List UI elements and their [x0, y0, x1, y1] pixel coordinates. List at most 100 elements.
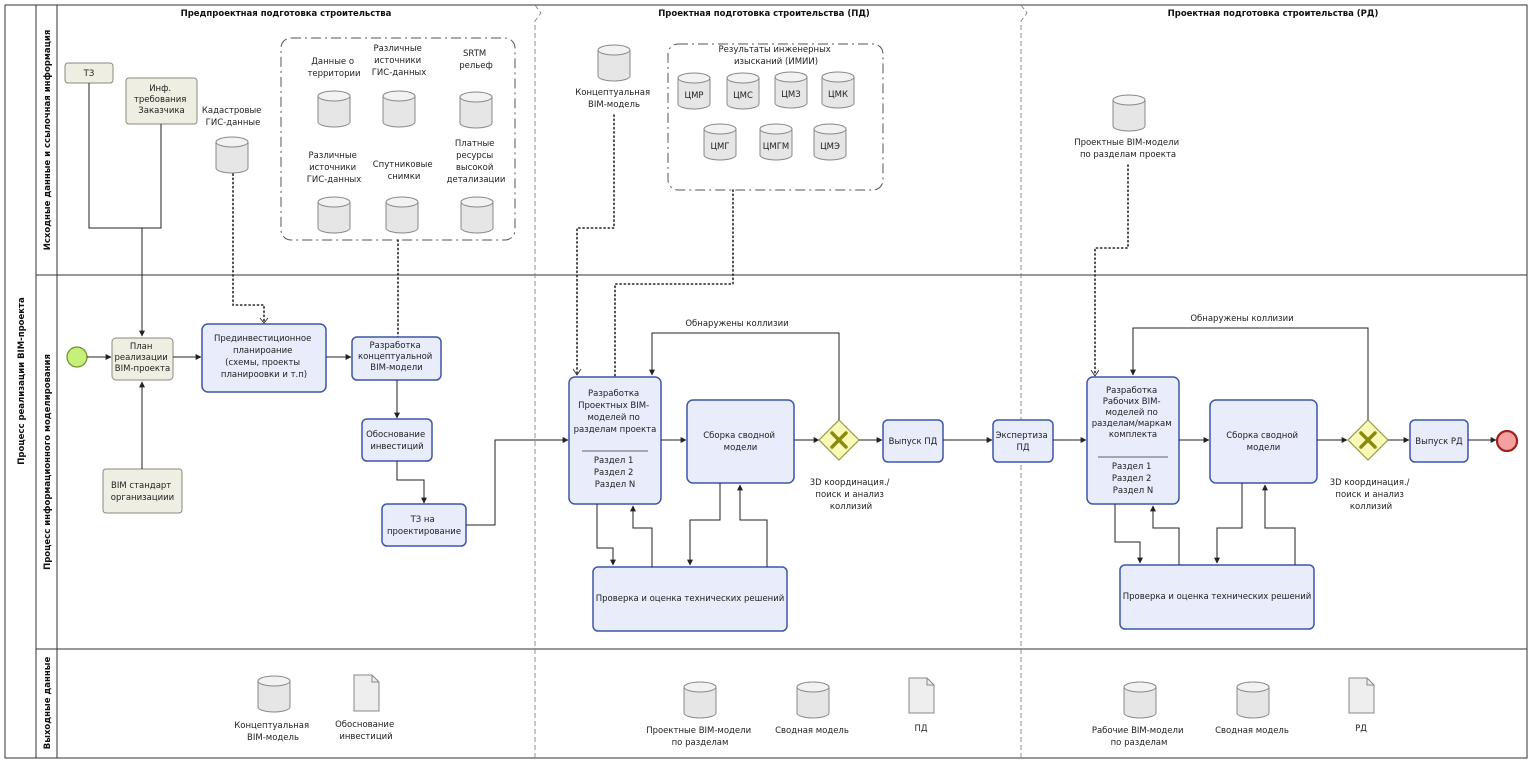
survey-item-cmg: ЦМГ [703, 123, 737, 161]
phase-title-rd: Проектная подготовка строительства (РД) [1168, 9, 1379, 19]
phase-title-pd: Проектная подготовка строительства (ПД) [658, 9, 870, 19]
bim-standard-artifact [102, 468, 183, 514]
pd-dev-label: Разработка Проектных BIM- моделей по раз… [574, 389, 657, 435]
gis-sources-1-db-icon [382, 90, 416, 128]
out-pd-summary-label: Сводная модель [775, 726, 849, 736]
rd-review-to-assembly-arrow [1262, 484, 1296, 565]
pd-coordination-gateway[interactable] [818, 419, 860, 461]
invest-to-tz-arrow [396, 461, 427, 504]
out-rd-summary-db-icon [1236, 681, 1270, 719]
satellite-db-icon [385, 196, 419, 234]
gis-sources-1-label: Различные источники ГИС-данных [372, 44, 427, 78]
pd-review-label: Проверка и оценка технических решений [596, 594, 785, 604]
survey-item-cmr: ЦМР [677, 72, 711, 110]
out-concept-model-db-icon [257, 675, 291, 713]
pd-concept-model-db-icon [597, 44, 631, 82]
concept-model-association-head [572, 368, 582, 376]
pd-release-task[interactable] [882, 419, 944, 463]
rd-collisions-loop [1130, 327, 1369, 420]
out-rd-models-label: Рабочие BIM-модели по разделам [1092, 726, 1186, 748]
tz-connector [88, 83, 142, 229]
plan-label: План реализации BIM-проекта [114, 342, 170, 374]
out-rd-doc-icon [1348, 677, 1375, 714]
survey-item-cmgm: ЦМГМ [759, 123, 793, 161]
req-connector [142, 124, 162, 229]
out-pd-summary-db-icon [796, 681, 830, 719]
out-invest-label: Обоснование инвестиций [335, 720, 397, 742]
paid-resources-label: Платные ресурсы высокой детализации [447, 139, 506, 185]
srtm-label: SRTM рельеф [459, 49, 493, 71]
rd-review-label: Проверка и оценка технических решений [1123, 592, 1312, 602]
invest-just-label: Обоснование инвестиций [366, 430, 428, 452]
lane-title-modeling: Процесс информационного моделирования [43, 354, 53, 570]
customer-req-label: Инф. требования Заказчика [134, 84, 189, 116]
svg-text:ЦМГМ: ЦМГМ [763, 142, 789, 152]
rd-review-task[interactable] [1119, 564, 1315, 630]
rd-coordination-gateway[interactable] [1347, 419, 1389, 461]
end-event[interactable] [1495, 429, 1519, 453]
out-pd-models-label: Проектные BIM-модели по разделам [646, 726, 754, 748]
pool-title: Процесс реализации BIM-проекта [17, 297, 27, 465]
expertise-label: Экспертиза ПД [996, 431, 1051, 453]
lane-title-output: Выходные данные [43, 657, 53, 750]
svg-text:ЦМГ: ЦМГ [710, 142, 729, 152]
tz-label: ТЗ [83, 69, 95, 79]
rd-review-to-dev-arrow [1150, 505, 1180, 565]
survey-item-cms: ЦМС [726, 72, 760, 110]
expertise-task[interactable] [992, 419, 1054, 463]
rd-coordination-label: 3D координация./ поиск и анализ коллизий [1330, 478, 1412, 512]
pd-review-to-assembly-arrow [737, 484, 768, 567]
phase-title-pre: Предпроектная подготовка строительства [181, 9, 392, 19]
rd-design-models-association [1094, 164, 1129, 375]
rd-association-head [1090, 369, 1100, 377]
pre-investment-task[interactable] [201, 323, 327, 393]
out-rd-models-db-icon [1123, 681, 1157, 719]
svg-text:ЦМЗ: ЦМЗ [781, 90, 800, 100]
out-rd-summary-label: Сводная модель [1215, 726, 1289, 736]
pd-review-to-dev-arrow [630, 505, 653, 567]
rd-assembly-task[interactable] [1209, 399, 1318, 484]
rd-collisions-label: Обнаружены коллизии [1190, 314, 1293, 324]
rd-assembly-label: Сборка сводной модели [1226, 431, 1301, 453]
tz-to-pd-arrow [466, 437, 569, 526]
rd-dev-to-review-arrow [1114, 504, 1143, 564]
gis-sources-2-db-icon [317, 196, 351, 234]
pd-release-label: Выпуск ПД [889, 437, 938, 447]
svg-text:ЦМЭ: ЦМЭ [820, 142, 840, 152]
cadastral-association [232, 173, 265, 323]
phase-separator-2 [1020, 4, 1028, 758]
rd-assembly-to-review-arrow [1214, 483, 1243, 564]
cadastral-association-head [259, 317, 269, 324]
investment-justification-task[interactable] [361, 418, 433, 462]
survey-results-group [667, 43, 884, 191]
svg-text:ЦМК: ЦМК [828, 90, 848, 100]
survey-item-cmk: ЦМК [821, 71, 855, 109]
plan-task[interactable] [111, 337, 174, 381]
paid-resources-db-icon [460, 196, 494, 234]
start-event[interactable] [66, 346, 88, 368]
pool-border [4, 4, 1528, 759]
pd-dev-to-review-arrow [596, 504, 616, 566]
pd-sections-label: Раздел 1 Раздел 2 Раздел N [594, 456, 636, 490]
rd-design-models-label: Проектные BIM-модели по разделам проекта [1074, 138, 1182, 160]
svg-text:ЦМС: ЦМС [733, 91, 753, 101]
rd-dev-label: Разработка Рабочих BIM- моделей по разде… [1092, 386, 1175, 440]
out-rd-label: РД [1355, 724, 1367, 734]
lane-title-input: Исходные данные и ссылочная информация [43, 30, 53, 251]
pd-collisions-loop [649, 332, 840, 420]
cadastral-label: Кадастровые ГИС-данные [202, 106, 264, 128]
survey-association [614, 189, 734, 377]
gis-sources-2-label: Различные источники ГИС-данных [307, 151, 362, 185]
pd-review-task[interactable] [592, 566, 788, 632]
pd-assembly-task[interactable] [686, 399, 795, 484]
rd-design-models-db-icon [1112, 94, 1146, 132]
srtm-db-icon [459, 91, 493, 129]
tz-design-task[interactable] [381, 503, 467, 547]
out-invest-doc-icon [353, 674, 380, 712]
pre-investment-label: Прединвестиционное планироание (схемы, п… [214, 334, 314, 380]
rd-release-task[interactable] [1409, 419, 1469, 463]
concept-dev-label: Разработка концептуальной BIM-модели [358, 341, 435, 373]
bim-standard-label: BIM стандарт организациии [111, 481, 174, 503]
cadastral-db-icon [215, 136, 249, 174]
out-concept-model-label: Концептуальная BIM-модель [234, 721, 312, 743]
